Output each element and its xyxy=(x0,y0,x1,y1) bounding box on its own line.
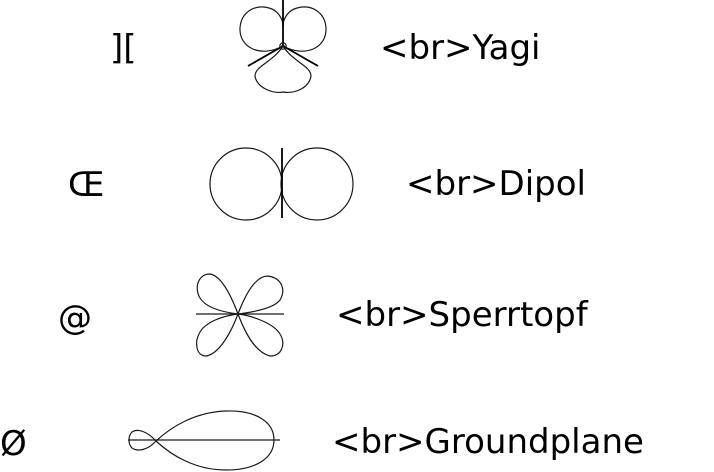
antenna-label-sperrtopf: <br>Sperrtopf xyxy=(336,295,588,335)
antenna-label-dipol: <br>Dipol xyxy=(406,164,586,204)
antenna-row-groundplane: Ø <br>Groundplane xyxy=(0,392,714,472)
antenna-row-sperrtopf: @ <br>Sperrtopf xyxy=(0,260,714,370)
groundplane-pattern-icon xyxy=(128,410,280,471)
dipole-pattern-icon xyxy=(209,147,354,221)
antenna-symbol-groundplane: Ø xyxy=(0,424,27,464)
antenna-row-dipol: Œ <br>Dipol xyxy=(0,130,714,240)
antenna-row-yagi: ][ <br>Yagi xyxy=(0,0,714,110)
antenna-label-groundplane: <br>Groundplane xyxy=(332,422,644,462)
antenna-symbol-sperrtopf: @ xyxy=(58,298,92,338)
antenna-symbol-yagi: ][ xyxy=(110,28,137,68)
antenna-label-yagi: <br>Yagi xyxy=(380,28,541,68)
antenna-symbol-dipol: Œ xyxy=(68,165,105,205)
sperrtopf-pattern-icon xyxy=(196,273,284,357)
yagi-pattern-icon xyxy=(239,0,327,93)
